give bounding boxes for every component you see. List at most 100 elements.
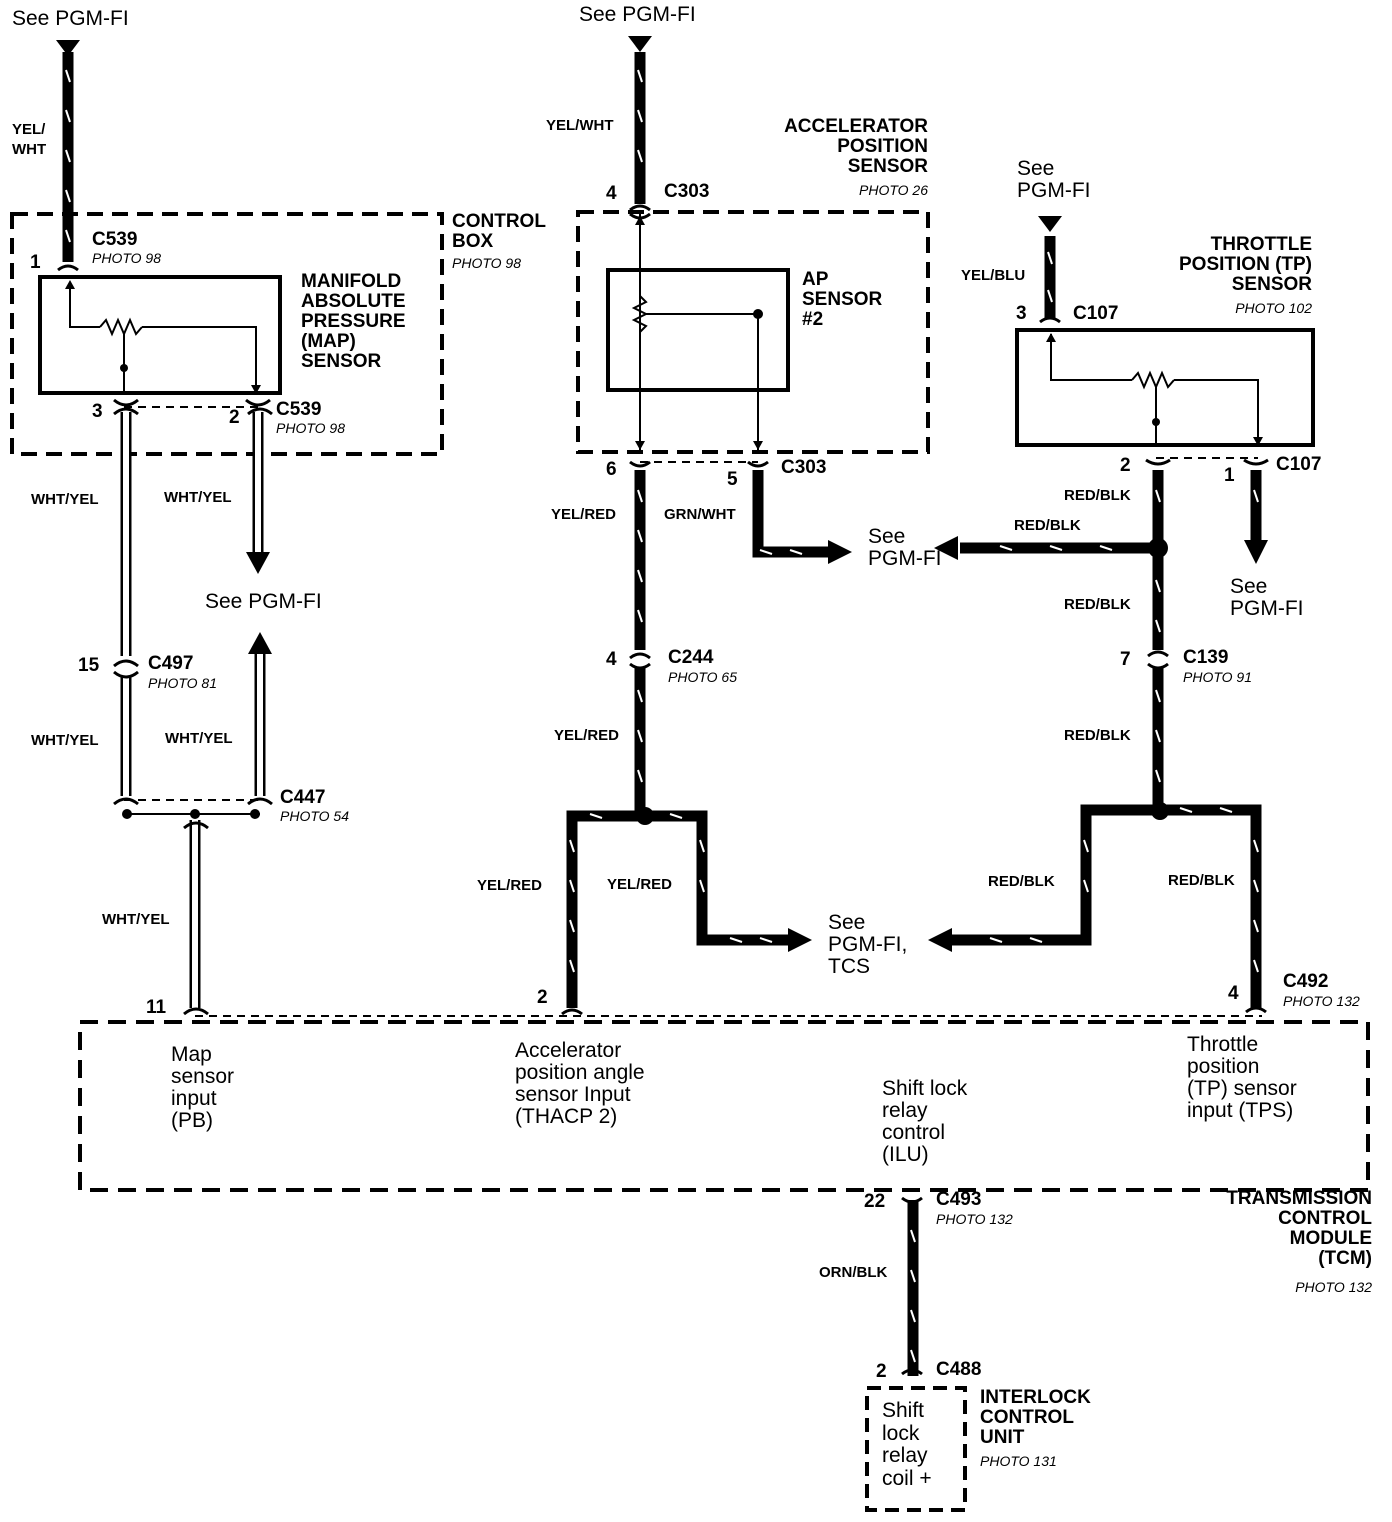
tcm-input-thacp2: Accelerator position angle sensor Input …: [515, 1039, 645, 1129]
icu-text: Shift lock relay coil +: [882, 1399, 932, 1491]
ap-sensor-circuit: [631, 212, 759, 452]
arrow-left-tcs: [928, 928, 952, 952]
connector-c497: C497: [148, 653, 194, 674]
connector-c539-a: C539: [92, 229, 138, 250]
wire-label-wht-yel-4: WHT/YEL: [165, 730, 233, 747]
pin-c539-1: 1: [30, 252, 41, 273]
tcm-title: TRANSMISSION CONTROL MODULE (TCM): [1226, 1188, 1372, 1269]
pin-c539-3: 3: [92, 401, 103, 422]
tcm-photo: PHOTO 132: [1295, 1279, 1372, 1295]
see-pgmfi-tp: See PGM-FI: [1230, 575, 1304, 621]
connector-c244-photo: PHOTO 65: [668, 669, 737, 685]
arrow-left-tp: [934, 536, 958, 560]
tcm-box-outline: [78, 1020, 1370, 1192]
wire-label-wht-yel-2: WHT/YEL: [164, 489, 232, 506]
connector-c492: C492: [1283, 971, 1329, 992]
wire-label-yel-red-1: YEL/RED: [551, 506, 617, 523]
wire-label-red-blk-1: RED/BLK: [1064, 487, 1131, 504]
tcm-input-map: Map sensor input (PB): [171, 1043, 235, 1133]
connector-c139-photo: PHOTO 91: [1183, 669, 1252, 685]
connector-c303-a: C303: [664, 181, 710, 202]
control-box-outline: [10, 212, 444, 456]
arrow-down-tp: [1244, 540, 1268, 564]
arrow-up-map: [248, 632, 272, 654]
ap-sensor-box: [606, 268, 790, 392]
tp-sensor-photo: PHOTO 102: [1235, 300, 1312, 316]
connector-c107-a: C107: [1073, 303, 1119, 324]
map-sensor-circuit: [69, 282, 257, 392]
pin-c303-6: 6: [606, 459, 617, 480]
aps-box-outline: [576, 210, 930, 454]
wire-label-wht-yel-1: WHT/YEL: [31, 491, 99, 508]
tcm-input-tps: Throttle position (TP) sensor input (TPS…: [1187, 1033, 1297, 1123]
connector-c303-b: C303: [781, 457, 827, 478]
connector-c488: C488: [936, 1359, 982, 1380]
tp-sensor-title: THROTTLE POSITION (TP) SENSOR: [1179, 234, 1312, 295]
pin-c539-2: 2: [229, 407, 240, 428]
pin-tcm-11: 11: [146, 997, 167, 1018]
aps-photo: PHOTO 26: [859, 182, 928, 198]
striped-wires: [120, 412, 266, 1008]
solid-wires: [62, 52, 1262, 1376]
pin-c303-5: 5: [727, 469, 738, 490]
arrow-right-aps: [828, 540, 852, 564]
connector-c447: C447: [280, 787, 326, 808]
map-sensor-box: [38, 275, 282, 395]
connector-c107-b: C107: [1276, 454, 1322, 475]
tp-sensor-circuit: [1050, 334, 1259, 444]
connector-c492-photo: PHOTO 132: [1283, 993, 1360, 1009]
wire-label-yel-blu: YEL/BLU: [961, 267, 1026, 284]
icu-title: INTERLOCK CONTROL UNIT: [980, 1387, 1091, 1448]
connector-c244: C244: [668, 647, 714, 668]
wire-label-red-blk-3: RED/BLK: [1064, 596, 1131, 613]
arrow-down-top-left: [56, 40, 80, 56]
see-pgmfi-top-mid: See PGM-FI: [579, 3, 696, 26]
see-pgmfi-top-right: See PGM-FI: [1017, 157, 1091, 203]
connector-c497-photo: PHOTO 81: [148, 675, 217, 691]
pin-tcm-2: 2: [537, 987, 548, 1008]
wire-label-wht-yel-3: WHT/YEL: [31, 732, 99, 749]
pin-c492-4: 4: [1228, 983, 1239, 1004]
wire-label-red-blk-6: RED/BLK: [1168, 872, 1235, 889]
map-sensor-title: MANIFOLD ABSOLUTE PRESSURE (MAP) SENSOR: [301, 271, 406, 372]
pin-c488-2: 2: [876, 1361, 887, 1382]
control-box-title: CONTROL BOX: [452, 211, 546, 252]
pin-c107-3: 3: [1016, 303, 1027, 324]
wire-label-wht-yel-5: WHT/YEL: [102, 911, 170, 928]
connector-symbols: [57, 204, 1269, 1376]
wire-label-grn-wht: GRN/WHT: [664, 506, 736, 523]
pin-c107-2: 2: [1120, 455, 1131, 476]
connector-c139: C139: [1183, 647, 1229, 668]
connector-c493-photo: PHOTO 132: [936, 1211, 1013, 1227]
control-box-photo: PHOTO 98: [452, 255, 521, 271]
tp-sensor-box: [1015, 328, 1315, 447]
connector-c539-b-photo: PHOTO 98: [276, 420, 345, 436]
see-pgmfi-tcs: See PGM-FI, TCS: [828, 911, 908, 979]
wire-label-red-blk-4: RED/BLK: [1064, 727, 1131, 744]
arrow-right-tcs: [788, 928, 812, 952]
ap-sensor2-title: AP SENSOR #2: [802, 269, 883, 330]
wire-label-red-blk-5: RED/BLK: [988, 873, 1055, 890]
arrow-down-map: [246, 552, 270, 574]
see-pgmfi-aps: See PGM-FI: [868, 525, 942, 571]
pin-c303-4: 4: [606, 183, 617, 204]
icu-box-outline: [865, 1386, 967, 1512]
arrow-down-top-right: [1038, 216, 1062, 232]
tcm-input-ilu: Shift lock relay control (ILU): [882, 1077, 968, 1167]
pin-c107-1: 1: [1224, 465, 1235, 486]
connector-c493: C493: [936, 1189, 982, 1210]
pin-c493-22: 22: [864, 1191, 886, 1212]
wire-label-yel-wht-left: YEL/ WHT: [12, 121, 47, 158]
arrow-down-top-mid: [628, 36, 652, 52]
connector-c447-photo: PHOTO 54: [280, 808, 349, 824]
connector-c539-b: C539: [276, 399, 322, 420]
wire-label-red-blk-2: RED/BLK: [1014, 517, 1081, 534]
connector-c539-a-photo: PHOTO 98: [92, 250, 161, 266]
icu-photo: PHOTO 131: [980, 1453, 1057, 1469]
wire-label-yel-red-2: YEL/RED: [554, 727, 620, 744]
see-pgmfi-map: See PGM-FI: [205, 590, 322, 613]
wire-label-yel-wht-mid: YEL/WHT: [546, 117, 614, 134]
wire-label-yel-red-4: YEL/RED: [607, 876, 673, 893]
